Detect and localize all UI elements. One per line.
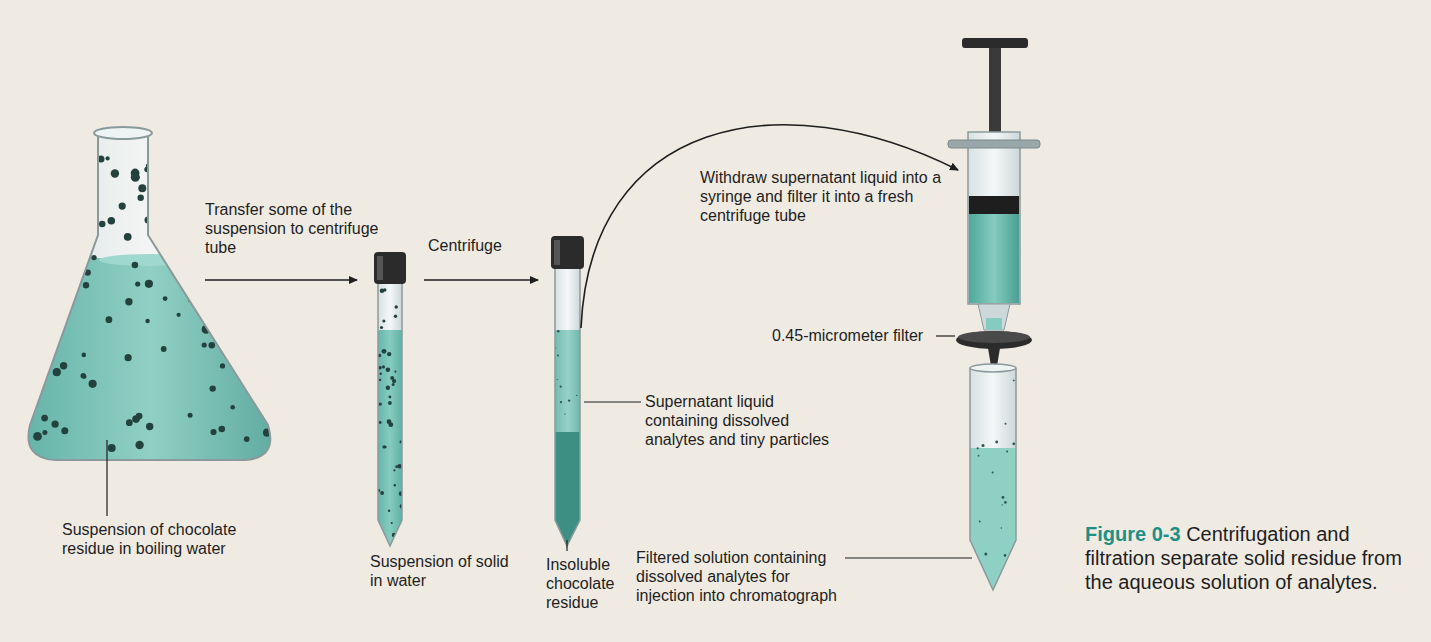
callout-label: Withdraw supernatant liquid into a syrin… (700, 168, 945, 225)
erlenmeyer-flask (0, 127, 300, 468)
figure-number: Figure 0-3 (1085, 523, 1181, 545)
leader-line (106, 440, 107, 516)
centrifuge-arrow (424, 279, 538, 281)
leader-line (584, 401, 641, 402)
callout-label: 0.45-micrometer filter (772, 326, 932, 345)
callout-label: Filtered solution containing dissolved a… (636, 548, 841, 605)
leader-line (845, 557, 972, 558)
syringe (948, 38, 1040, 366)
leader-line (566, 540, 567, 551)
centrifuge-tube (548, 236, 588, 552)
callout-label: Supernatant liquid containing dissolved … (645, 392, 840, 449)
transfer-arrow (205, 279, 357, 281)
callout-label: Centrifuge (428, 236, 548, 255)
leader-line (936, 335, 955, 336)
caption-block: Figure 0-3 Centrifugation and filtration… (1085, 522, 1420, 594)
centrifuge-tube (370, 252, 410, 550)
withdraw-arrow (581, 125, 958, 328)
callout-label: Transfer some of the suspension to centr… (205, 200, 380, 257)
callout-label: Suspension of solid in water (370, 552, 520, 590)
centrifuge-tube (960, 364, 1030, 598)
callout-label: Suspension of chocolate residue in boili… (62, 520, 267, 558)
